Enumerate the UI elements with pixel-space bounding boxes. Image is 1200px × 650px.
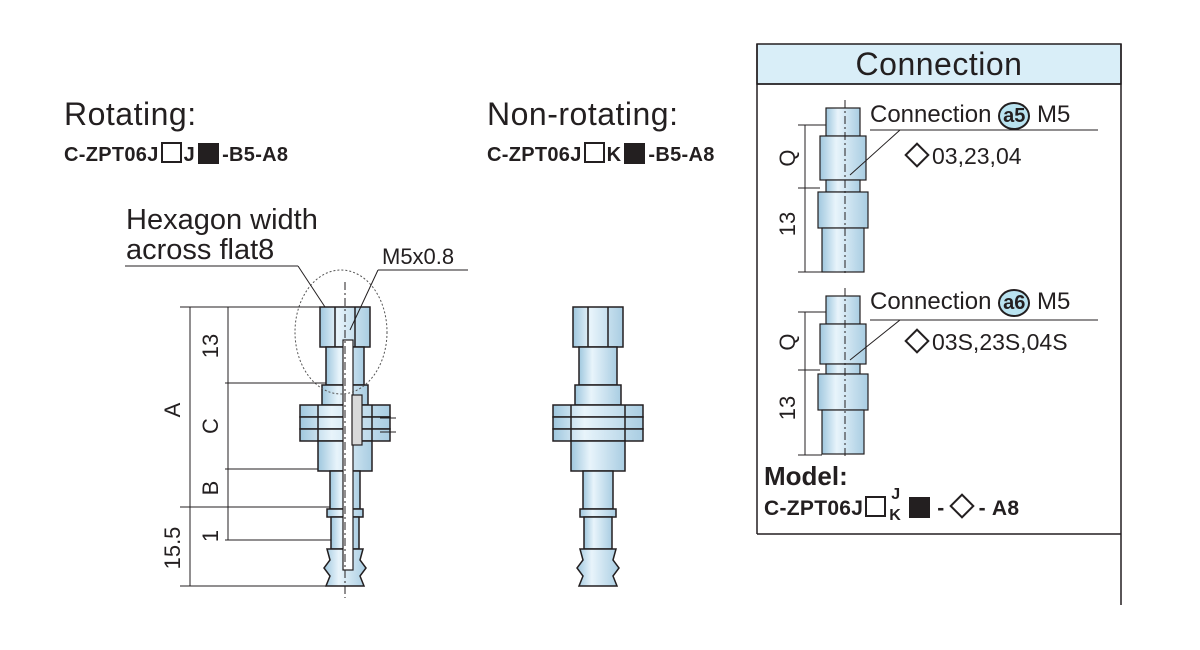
model-code-prefix: C-ZPT06J xyxy=(764,497,864,520)
connection-panel-frame xyxy=(756,43,1122,605)
a6-label-text: Connection xyxy=(870,288,992,315)
diamond-symbol xyxy=(948,493,975,519)
non-rotating-code-prefix: C-ZPT06J xyxy=(487,144,582,166)
a5-label-text: Connection xyxy=(870,101,992,128)
a5-options: 03,23,04 xyxy=(904,142,1022,170)
open-square-symbol xyxy=(583,142,605,163)
rotating-code-suffix: -B5-A8 xyxy=(222,144,289,166)
a6-connection-label: Connection a6 M5 xyxy=(870,288,1070,317)
diamond-symbol xyxy=(904,142,930,168)
model-label: Model: xyxy=(764,461,848,491)
open-square-symbol xyxy=(160,142,182,163)
rotating-code-prefix: C-ZPT06J xyxy=(64,144,159,166)
a5-options-text: 03,23,04 xyxy=(932,143,1022,169)
connection-panel-title: Connection xyxy=(855,46,1023,82)
a5-dim-13-label: 13 xyxy=(775,212,800,236)
non-rotating-part-drawing xyxy=(552,306,644,587)
model-code-suffix: A8 xyxy=(991,497,1020,520)
non-rotating-model-code: C-ZPT06J K -B5-A8 xyxy=(487,142,715,167)
hexagon-annotation: Hexagon width across flat8 xyxy=(126,205,318,265)
a5-badge: a5 xyxy=(998,102,1031,130)
rotating-model-code: C-ZPT06J J -B5-A8 xyxy=(64,142,288,167)
dim-15-5-label: 15.5 xyxy=(160,527,185,570)
filled-square-symbol xyxy=(624,143,646,164)
model-j: J xyxy=(891,486,901,503)
hexagon-annotation-line1: Hexagon width xyxy=(126,204,318,236)
model-dash-1: - xyxy=(937,497,945,520)
model-k: K xyxy=(889,507,902,524)
filled-square-symbol xyxy=(909,497,931,518)
filled-square-symbol xyxy=(198,143,220,164)
model-dash-2: - xyxy=(978,497,986,520)
rotating-code-mid: J xyxy=(183,144,196,166)
open-square-symbol xyxy=(865,496,887,517)
rotating-heading: Rotating: xyxy=(64,96,197,132)
a6-fitting-drawing xyxy=(817,295,869,455)
a6-thread: M5 xyxy=(1037,288,1071,315)
a5-fitting-drawing xyxy=(817,107,869,273)
hexagon-annotation-line2: across flat8 xyxy=(126,234,275,266)
dim-1-label: 1 xyxy=(198,530,223,542)
diamond-symbol xyxy=(904,328,930,354)
dim-13-label: 13 xyxy=(198,334,223,358)
dim-A-label: A xyxy=(160,402,185,417)
a6-dim-13-label: 13 xyxy=(775,396,800,420)
rotating-shaft xyxy=(342,339,363,571)
non-rotating-code-mid: K xyxy=(606,144,622,166)
a5-connection-label: Connection a5 M5 xyxy=(870,101,1070,130)
a5-thread: M5 xyxy=(1037,101,1071,128)
a6-dim-q-label: Q xyxy=(775,333,800,350)
a5-dim-q-label: Q xyxy=(775,149,800,166)
thread-annotation: M5x0.8 xyxy=(382,244,455,269)
a6-options: 03S,23S,04S xyxy=(904,328,1068,356)
a6-options-text: 03S,23S,04S xyxy=(932,329,1068,355)
dimension-lines xyxy=(180,306,331,587)
non-rotating-code-suffix: -B5-A8 xyxy=(648,144,715,166)
dim-C-label: C xyxy=(198,418,223,434)
non-rotating-heading: Non-rotating: xyxy=(487,96,679,132)
a6-badge: a6 xyxy=(998,289,1031,317)
dim-B-label: B xyxy=(198,481,223,496)
